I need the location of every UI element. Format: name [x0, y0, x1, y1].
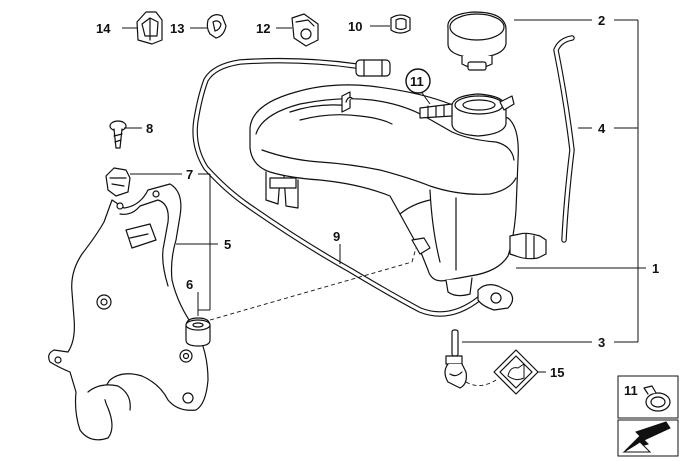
part-15-warning-label [493, 349, 539, 395]
hose-clamp-icon [643, 385, 671, 412]
callout-8: 8 [146, 121, 153, 136]
callout-12: 12 [256, 21, 270, 36]
callout-11-ring [405, 68, 431, 94]
part-12-clip [291, 13, 319, 47]
callout-10: 10 [348, 19, 362, 34]
part-8-screw [109, 120, 127, 149]
sensor-link-dashed [465, 379, 497, 386]
callout-15: 15 [550, 365, 564, 380]
part-1-expansion-tank [249, 84, 547, 297]
callout-9: 9 [333, 229, 340, 244]
leader-lines [122, 19, 646, 373]
callout-13: 13 [170, 21, 184, 36]
callout-3: 3 [598, 335, 605, 350]
callout-14: 14 [96, 21, 111, 36]
part-2-cap [447, 11, 507, 71]
hose-9-connector [477, 284, 514, 311]
callout-4: 4 [598, 121, 606, 136]
callout-1: 1 [652, 261, 659, 276]
hose-11-connector [419, 103, 453, 119]
legend-box: 11 [617, 375, 679, 457]
part-10-sleeve [390, 14, 411, 34]
callout-2: 2 [598, 13, 605, 28]
callout-11: 11 [410, 74, 424, 89]
callout-7: 7 [186, 167, 193, 182]
callout-5: 5 [224, 237, 231, 252]
part-13-clip [206, 14, 227, 39]
legend-item-number: 11 [624, 383, 638, 398]
hose-9-end-fitting [355, 59, 391, 77]
part-7-clip-nut [105, 167, 131, 197]
part-3-level-sensor [444, 329, 467, 389]
part-14-clip [136, 11, 163, 45]
part-5-bracket [48, 183, 209, 441]
mount-link-dashed [209, 261, 413, 321]
callout-6: 6 [186, 277, 193, 292]
arrow-icon [622, 421, 671, 453]
part-6-rubber-mount [185, 317, 211, 347]
callouts: 14 13 12 10 2 4 1 3 15 8 7 5 6 9 11 [96, 13, 659, 380]
